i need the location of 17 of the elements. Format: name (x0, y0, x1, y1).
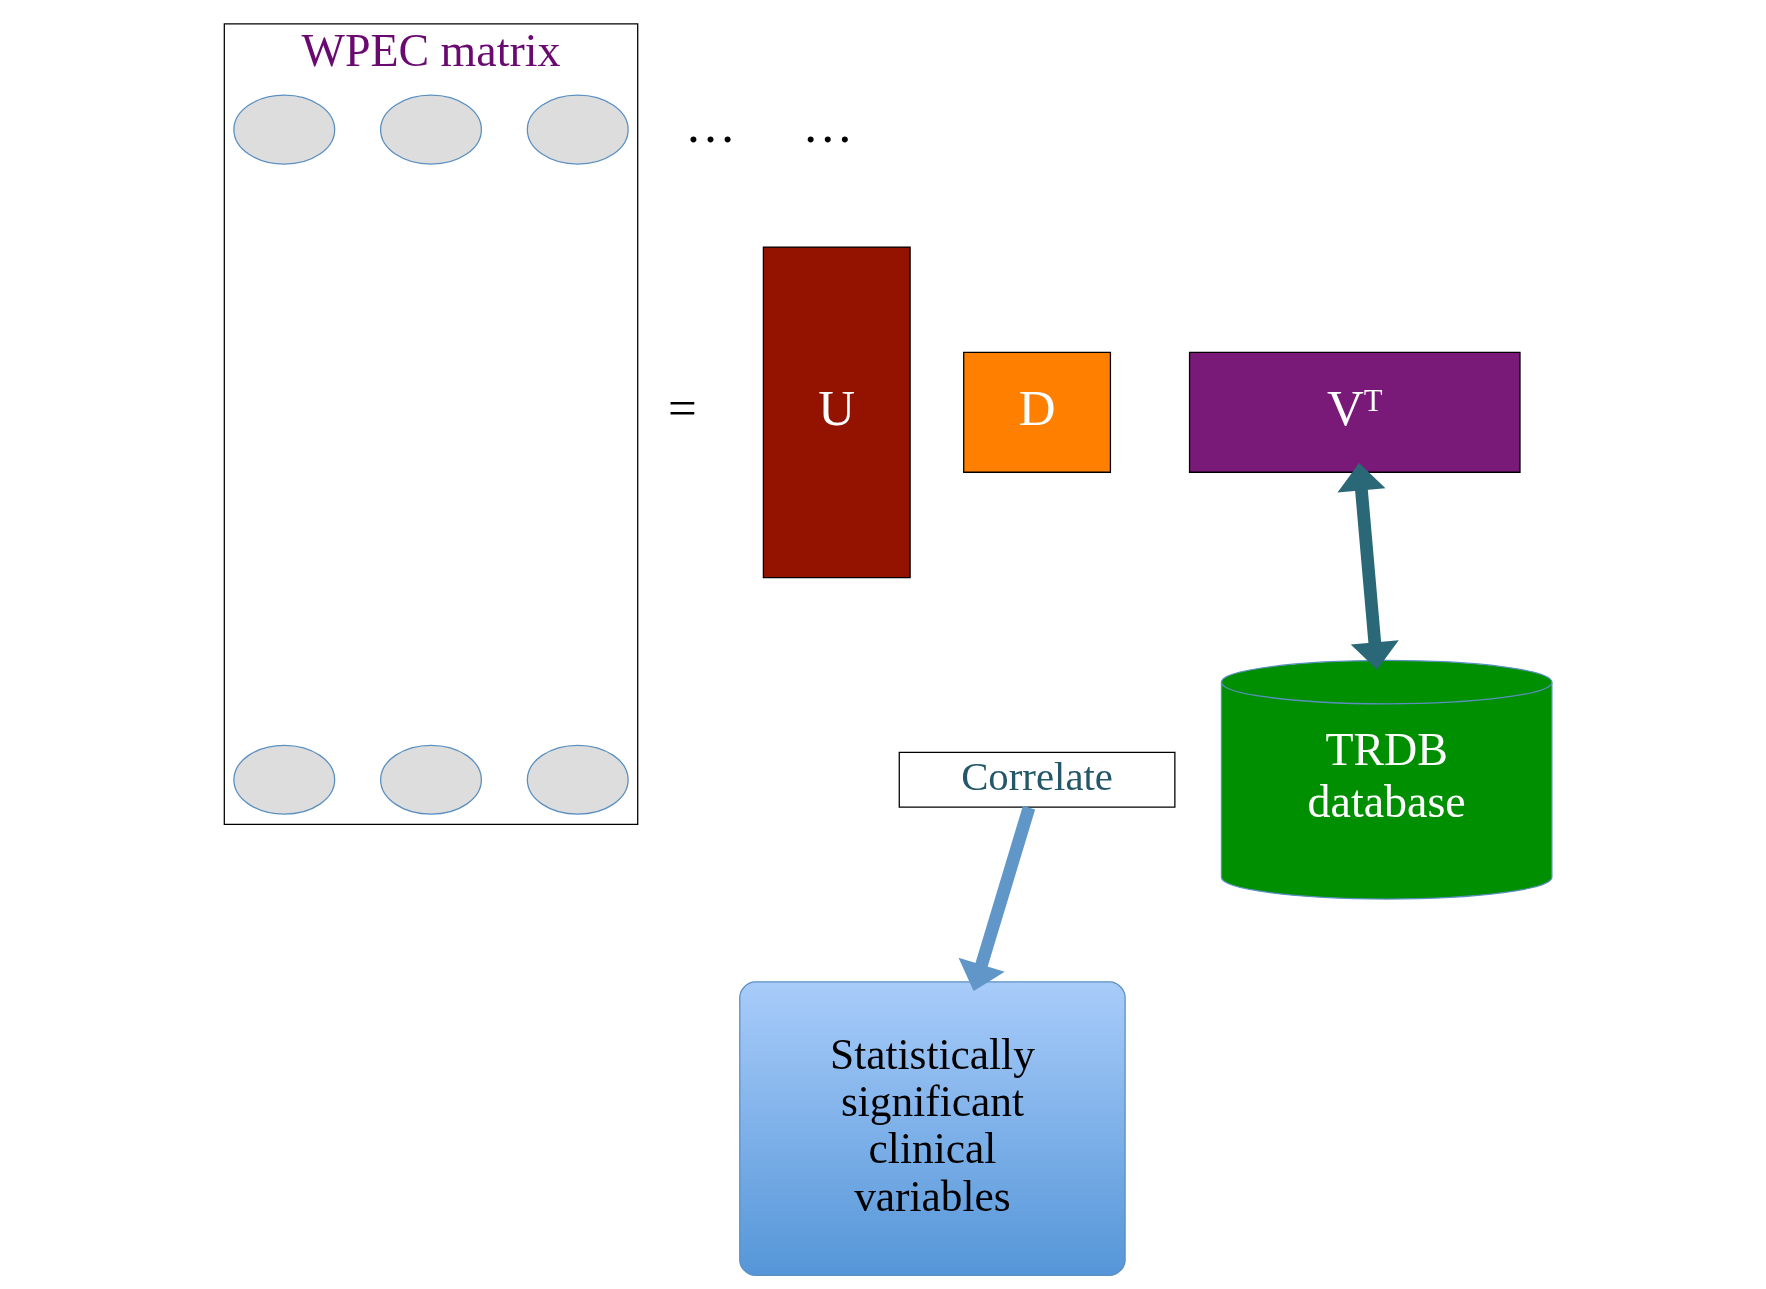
node-ellipse (526, 744, 629, 815)
label: = (667, 380, 697, 437)
arrow (958, 805, 1036, 992)
node-box: D (963, 351, 1112, 473)
node-box: Correlate (898, 751, 1176, 808)
cluster: WPEC matrix (223, 23, 639, 826)
arrow (1337, 462, 1399, 670)
node-ellipse (379, 94, 483, 165)
node-box: Statistically significant clinical variables (739, 981, 1126, 1277)
node-ellipse (379, 744, 483, 815)
node-ellipse (233, 94, 336, 165)
node-box: Vᵀ (1188, 351, 1521, 473)
label: … (684, 97, 736, 154)
node-ellipse (233, 744, 336, 815)
node-box: U (762, 246, 911, 579)
label: … (802, 97, 854, 154)
node-ellipse (526, 94, 629, 165)
